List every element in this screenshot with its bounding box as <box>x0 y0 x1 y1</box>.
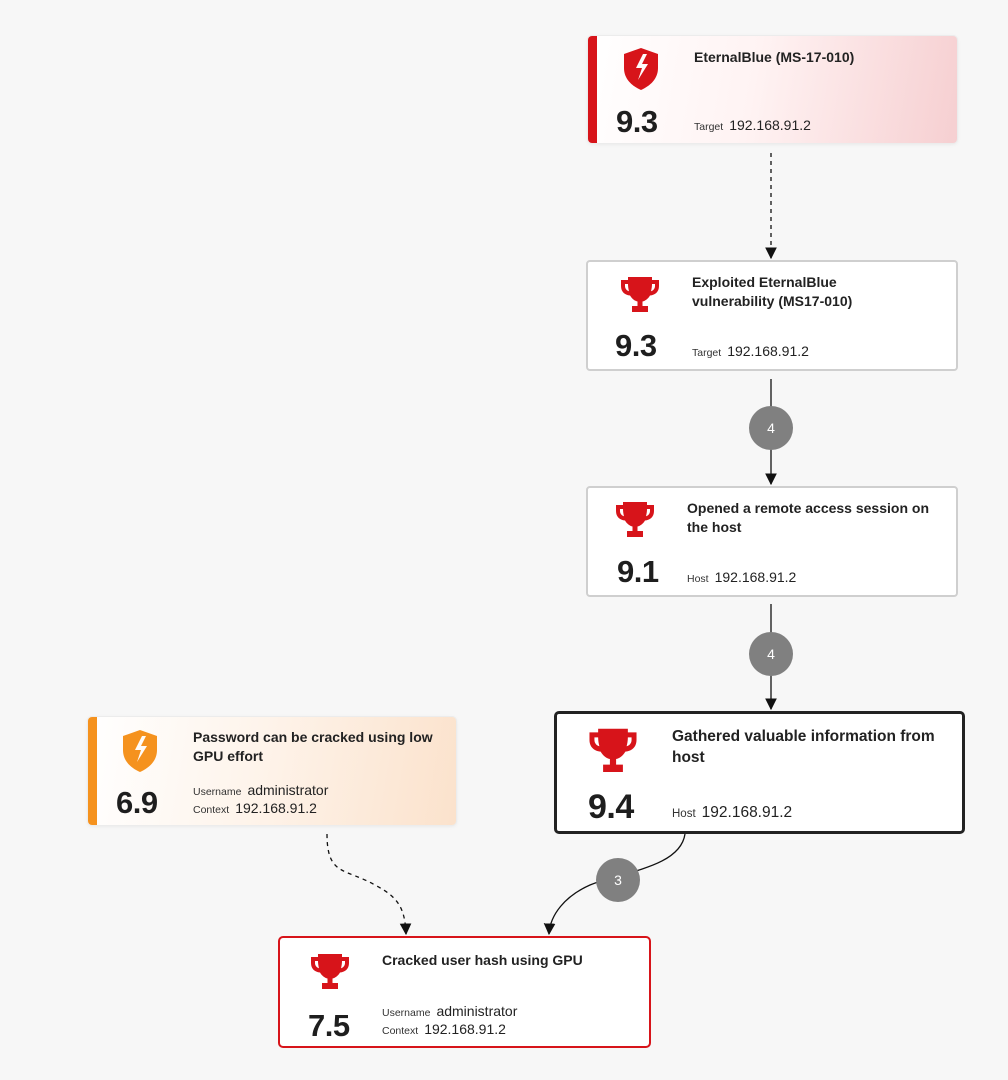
field-context: Context 192.168.91.2 <box>193 800 317 818</box>
field-host: Host 192.168.91.2 <box>672 804 792 822</box>
field-value: administrator <box>436 1003 518 1019</box>
edge-count-badge[interactable]: 4 <box>749 406 793 450</box>
broken-shield-icon <box>621 46 661 92</box>
field-label: Host <box>687 573 709 585</box>
field-label: Username <box>382 1007 431 1019</box>
achievement-card-cracked-hash[interactable]: 7.5 Cracked user hash using GPU Username… <box>278 936 651 1048</box>
achievement-card-remote-session[interactable]: 9.1 Opened a remote access session on th… <box>586 486 958 597</box>
field-value: 192.168.91.2 <box>729 117 811 133</box>
field-context: Context 192.168.91.2 <box>382 1021 506 1039</box>
field-value: 192.168.91.2 <box>714 569 797 585</box>
field-value: 192.168.91.2 <box>424 1021 506 1037</box>
field-value: 192.168.91.2 <box>701 804 793 821</box>
card-title: Opened a remote access session on the ho… <box>687 500 929 535</box>
vulnerability-card-eternalblue[interactable]: 9.3 EternalBlue (MS-17-010) Target 192.16… <box>588 36 957 143</box>
field-value: 192.168.91.2 <box>727 343 809 359</box>
edge-password-crack-to-cracked-hash <box>326 833 412 936</box>
field-label: Context <box>382 1025 419 1037</box>
risk-score: 9.4 <box>588 788 634 826</box>
edge-count-badge[interactable]: 4 <box>749 632 793 676</box>
trophy-icon <box>587 725 639 777</box>
field-target: Target 192.168.91.2 <box>692 343 809 361</box>
field-username: Username administrator <box>193 782 328 800</box>
trophy-icon <box>619 274 661 316</box>
risk-score: 7.5 <box>308 1008 350 1043</box>
achievement-card-exploited-eternalblue[interactable]: 9.3 Exploited EternalBlue vulnerability … <box>586 260 958 371</box>
field-value: 192.168.91.2 <box>235 800 317 816</box>
field-label: Host <box>672 808 696 820</box>
field-label: Context <box>193 804 230 816</box>
card-title: Gathered valuable information from host <box>672 728 935 766</box>
card-title: Password can be cracked using low GPU ef… <box>193 729 433 764</box>
trophy-icon <box>614 499 656 541</box>
severity-stripe <box>588 36 597 143</box>
risk-score: 9.1 <box>617 554 659 589</box>
field-label: Target <box>692 347 722 359</box>
field-label: Username <box>193 786 242 798</box>
field-host: Host 192.168.91.2 <box>687 569 796 587</box>
field-label: Target <box>694 121 724 133</box>
card-title: EternalBlue (MS-17-010) <box>694 49 855 65</box>
field-value: administrator <box>247 782 329 798</box>
risk-score: 6.9 <box>116 785 158 820</box>
card-title: Exploited EternalBlue vulnerability (MS1… <box>692 274 853 309</box>
edge-count-badge[interactable]: 3 <box>596 858 640 902</box>
broken-shield-icon <box>120 728 160 774</box>
risk-score: 9.3 <box>616 104 658 139</box>
achievement-card-gathered-info[interactable]: 9.4 Gathered valuable information from h… <box>554 711 965 834</box>
severity-stripe <box>88 717 97 825</box>
card-title: Cracked user hash using GPU <box>382 952 583 968</box>
trophy-icon <box>309 951 351 993</box>
risk-score: 9.3 <box>615 328 657 363</box>
field-username: Username administrator <box>382 1003 517 1021</box>
vulnerability-card-password-crack[interactable]: 6.9 Password can be cracked using low GP… <box>88 717 456 825</box>
field-target: Target 192.168.91.2 <box>694 117 811 135</box>
